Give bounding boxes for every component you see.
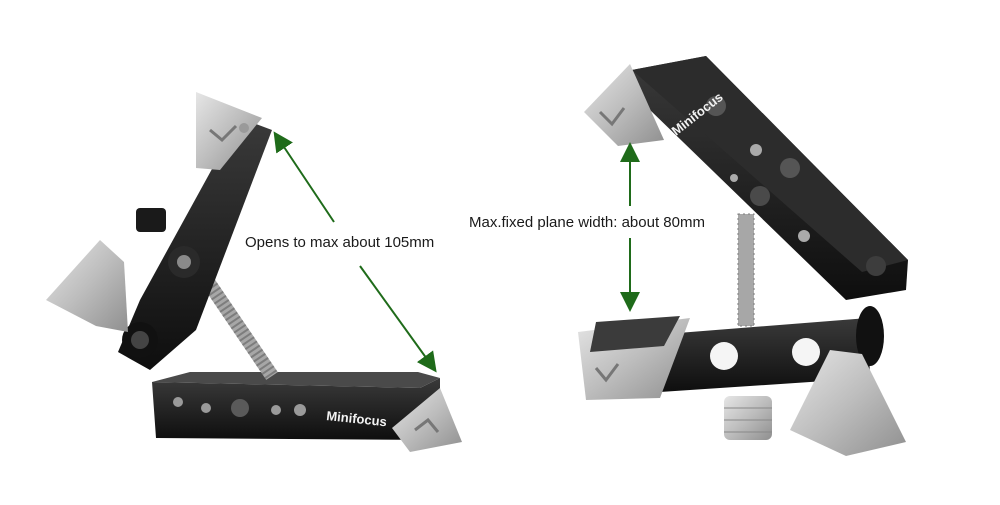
right-top-jaw <box>584 64 664 146</box>
left-brand-text: Minifocus <box>326 408 388 429</box>
max-opening-label: Opens to max about 105mm <box>243 234 437 251</box>
right-wing-nut <box>790 350 906 456</box>
left-wing-nut <box>46 240 128 332</box>
right-screw <box>737 213 755 327</box>
right-clamp: Minifocus <box>578 56 908 456</box>
left-clamp: Minifocus <box>46 92 462 452</box>
right-bottom-arm <box>640 318 870 392</box>
left-top-arm <box>118 118 272 370</box>
plane-width-label: Max.fixed plane width: about 80mm <box>467 214 707 231</box>
left-measure-arrow <box>273 131 437 373</box>
